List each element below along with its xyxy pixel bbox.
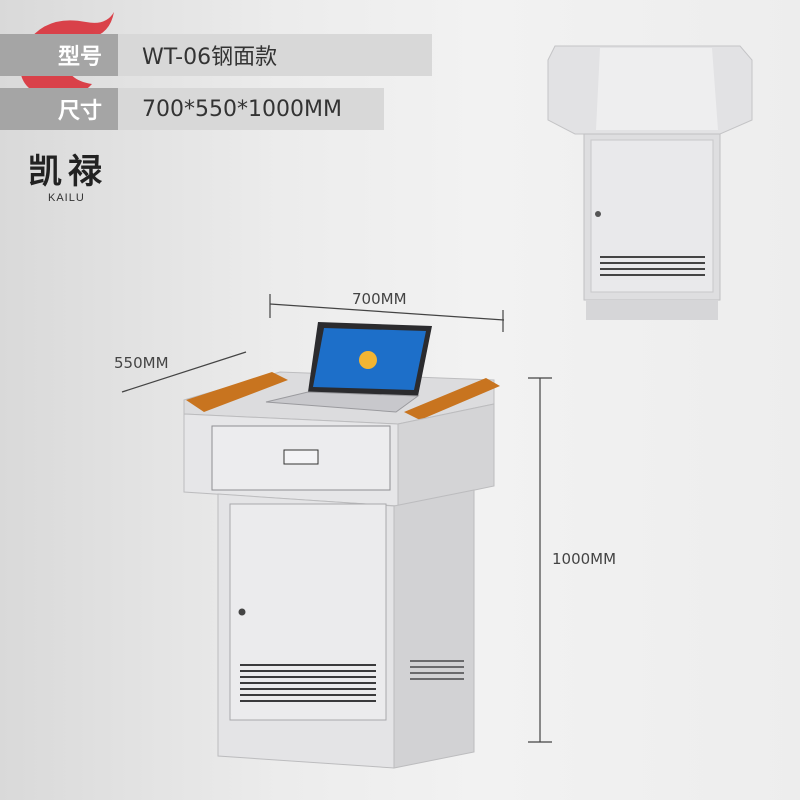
spec-row-size: 尺寸 700*550*1000MM: [0, 88, 384, 130]
podium-main: [183, 322, 500, 769]
spec-label-size: 尺寸: [0, 88, 118, 130]
height-dimension-label: 1000MM: [552, 550, 617, 568]
dimension-lines: [121, 294, 552, 743]
spec-label-model: 型号: [0, 34, 118, 76]
depth-dimension-label: 550MM: [114, 354, 169, 372]
width-dimension-label: 700MM: [352, 290, 407, 308]
spec-row-model: 型号 WT-06钢面款: [0, 34, 432, 76]
spec-value-model: WT-06钢面款: [142, 45, 278, 70]
podium-top-view: [547, 45, 753, 320]
brand-name-cn: 凯禄: [28, 152, 108, 192]
spec-value-size: 700*550*1000MM: [142, 96, 342, 122]
brand-name-en: KAILU: [48, 192, 85, 204]
